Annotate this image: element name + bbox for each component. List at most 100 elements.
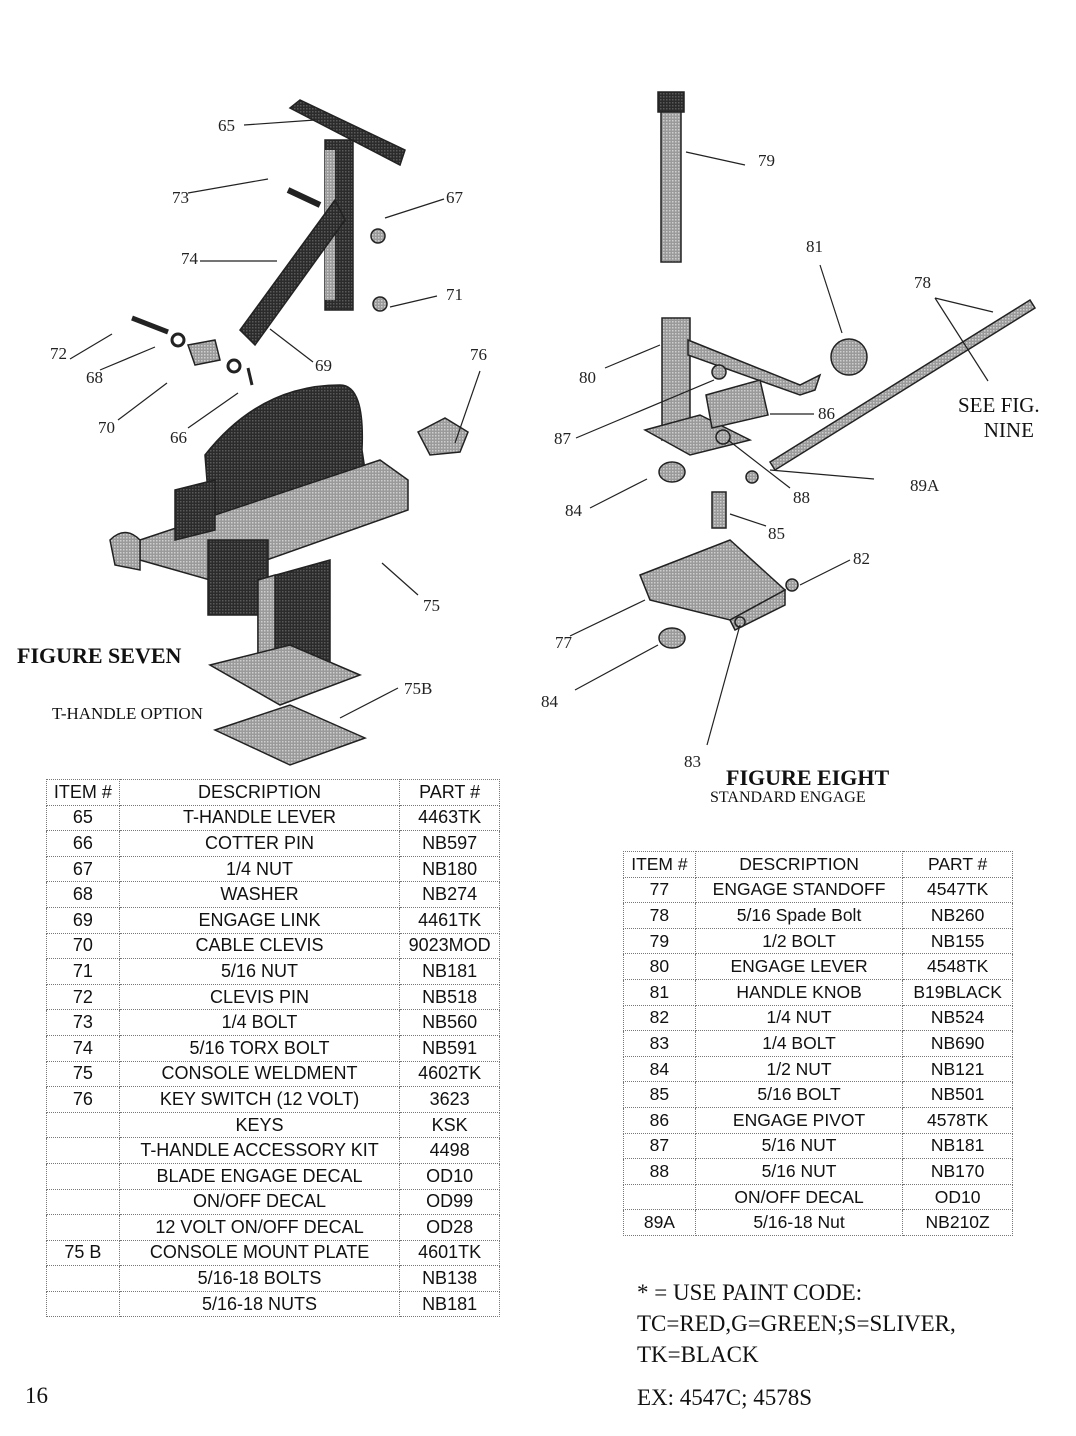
callout-70: 70 xyxy=(98,418,115,437)
description-cell: WASHER xyxy=(118,881,401,908)
item-cell: 79 xyxy=(623,927,696,955)
item-cell: 78 xyxy=(623,902,696,929)
item-cell: 66 xyxy=(46,830,120,857)
part-cell: NB155 xyxy=(902,927,1013,955)
part-cell: NB181 xyxy=(902,1132,1013,1160)
description-cell: ENGAGE STANDOFF xyxy=(694,876,904,904)
item-cell xyxy=(46,1162,120,1190)
callout-85: 85 xyxy=(768,524,785,543)
description-cell: 1/4 NUT xyxy=(694,1004,904,1032)
description-cell: 1/4 NUT xyxy=(118,855,401,883)
callout-67: 67 xyxy=(446,188,463,207)
item-cell: 72 xyxy=(46,983,120,1011)
part-cell: NB560 xyxy=(399,1009,500,1036)
item-cell: 70 xyxy=(46,932,120,960)
part-cell: 4461TK xyxy=(399,906,500,934)
item-cell: 74 xyxy=(46,1034,120,1062)
description-cell: 5/16 Spade Bolt xyxy=(694,902,904,929)
item-cell: 75 B xyxy=(46,1239,120,1267)
figure-seven-subtitle: T-HANDLE OPTION xyxy=(52,704,203,723)
part-cell: NB524 xyxy=(902,1004,1013,1032)
description-cell: ENGAGE LINK xyxy=(118,906,401,934)
callout-72: 72 xyxy=(50,344,67,363)
callout-87: 87 xyxy=(554,429,571,448)
part-cell: NB181 xyxy=(399,958,500,985)
callout-66: 66 xyxy=(170,428,187,447)
figure-seven-drawing xyxy=(109,99,469,766)
item-cell: 86 xyxy=(623,1106,696,1134)
description-cell: ENGAGE LEVER xyxy=(694,953,904,980)
paint-note-line1: * = USE PAINT CODE: xyxy=(637,1280,863,1305)
see-fig-line2: NINE xyxy=(983,418,1034,442)
item-cell: 76 xyxy=(46,1086,120,1113)
page-number: 16 xyxy=(25,1383,48,1408)
part-cell: KSK xyxy=(399,1111,500,1139)
figure-eight-leaders xyxy=(569,151,994,746)
description-cell: T-HANDLE ACCESSORY KIT xyxy=(118,1137,401,1164)
description-cell: 5/16 NUT xyxy=(694,1132,904,1160)
item-cell: 84 xyxy=(623,1055,696,1083)
item-cell xyxy=(46,1214,120,1241)
description-cell: 5/16 NUT xyxy=(118,958,401,985)
part-cell: NB274 xyxy=(399,881,500,908)
part-cell: NB690 xyxy=(902,1030,1013,1057)
description-cell: COTTER PIN xyxy=(118,830,401,857)
description-cell: 5/16-18 Nut xyxy=(694,1209,904,1236)
description-cell: BLADE ENGAGE DECAL xyxy=(118,1162,401,1190)
description-cell: KEYS xyxy=(118,1111,401,1139)
callout-69: 69 xyxy=(315,356,332,375)
item-cell: 89A xyxy=(623,1209,696,1236)
part-cell: NB597 xyxy=(399,830,500,857)
description-cell: ENGAGE PIVOT xyxy=(694,1106,904,1134)
item-cell: 77 xyxy=(623,876,696,904)
callout-65: 65 xyxy=(218,116,235,135)
part-cell: OD10 xyxy=(902,1183,1013,1211)
see-fig-line1: SEE FIG. xyxy=(958,393,1040,417)
part-cell: NB591 xyxy=(399,1034,500,1062)
description-cell: 5/16 TORX BOLT xyxy=(118,1034,401,1062)
part-cell: 4602TK xyxy=(399,1060,500,1088)
description-cell: 1/2 NUT xyxy=(694,1055,904,1083)
item-cell: 88 xyxy=(623,1158,696,1185)
callout-71: 71 xyxy=(446,285,463,304)
part-cell: 4547TK xyxy=(902,876,1013,904)
callout-78: 78 xyxy=(914,273,931,292)
callout-77: 77 xyxy=(555,633,572,652)
description-cell: 12 VOLT ON/OFF DECAL xyxy=(118,1214,401,1241)
callout-73: 73 xyxy=(172,188,189,207)
column-header-item: ITEM # xyxy=(46,779,120,806)
item-cell xyxy=(46,1111,120,1139)
item-cell: 87 xyxy=(623,1132,696,1160)
table-header-row: ITEM # DESCRIPTION PART # xyxy=(46,779,500,806)
callout-79: 79 xyxy=(758,151,775,170)
column-header-description: DESCRIPTION xyxy=(694,851,904,878)
part-cell: NB180 xyxy=(399,855,500,883)
callout-89a: 89A xyxy=(910,476,940,495)
item-cell: 69 xyxy=(46,906,120,934)
